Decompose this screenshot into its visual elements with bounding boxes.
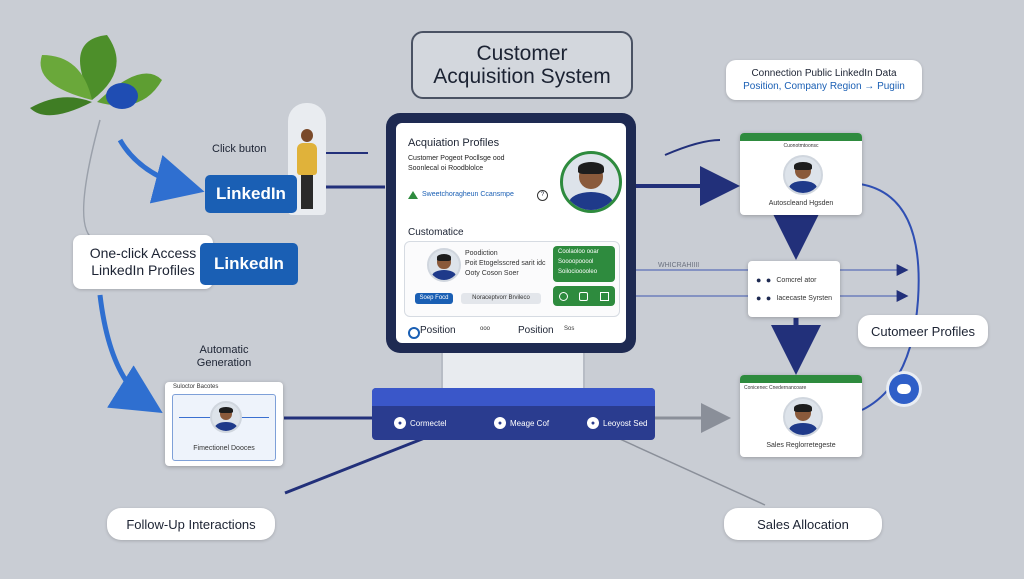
- action-icon-b: [579, 291, 589, 301]
- generation-avatar: [210, 401, 242, 433]
- monitor-screen: Acquiation Profiles Customer Pogeot Pocl…: [396, 123, 626, 343]
- left-grey-curve: [82, 119, 101, 241]
- faint-connector-label: WHICRAHIIII: [658, 262, 700, 269]
- profile-card-top-header: Cuonotmtoonsc: [783, 143, 819, 149]
- profile-card-top-avatar: [783, 155, 823, 195]
- top-right-curve: [664, 139, 721, 156]
- follow-up-diagonal: [284, 428, 446, 495]
- sales-card-caption: Sales Reglorretegeste: [766, 442, 836, 449]
- action-icon-a: [558, 291, 568, 301]
- auto-line-1: Automatic: [199, 344, 249, 356]
- action-icon-c: [600, 291, 610, 301]
- screen-info-icon: ?: [537, 190, 548, 201]
- list-item-2: ● ● Iacecaste Syrsten: [756, 293, 832, 303]
- brand-triangle-icon: [408, 191, 418, 199]
- click-button-label: Click buton: [212, 143, 267, 155]
- system-title-box: Customer Acquisition System: [411, 31, 633, 99]
- screen-brand-row: Sweetchoragheun Ccansmpe: [422, 191, 514, 198]
- screen-header: Acquiation Profiles: [408, 137, 500, 149]
- profile-card-top: Cuonotmtoonsc Autoscleand Hgsden: [740, 133, 862, 215]
- oneclick-to-generation-arrow: [97, 294, 163, 413]
- one-click-line-1: One-click Access: [89, 245, 197, 261]
- grey-chip[interactable]: Noraceptvorr Brvileco: [461, 293, 541, 304]
- screen-sub-1: Customer Pogeot Pocllsge ood: [408, 155, 505, 162]
- profile-card-top-caption: Autoscleand Hgsden: [768, 200, 834, 207]
- position-1-icon: [408, 327, 420, 339]
- person-head-icon: [301, 129, 313, 142]
- chat-bubble-inner-icon: [897, 384, 911, 394]
- leaf-logo-icon: [30, 35, 162, 116]
- customer-row-line-3: Ooty Coson Soer: [465, 270, 519, 277]
- generation-card-frame: Fimectionel Dooces: [172, 394, 276, 461]
- sales-allocation-label: Sales Allocation: [724, 508, 882, 540]
- base-item-2-label: Meage Cof: [510, 418, 550, 428]
- message-icon: ●: [494, 417, 506, 429]
- screen-sub-2: Soonlecal oi Roodblolce: [408, 165, 484, 172]
- customer-avatar: [427, 248, 461, 282]
- customer-row-line-1: Poodiction: [465, 250, 498, 257]
- generation-card-caption: Fimectionel Dooces: [193, 445, 255, 452]
- follow-up-interactions-label: Follow-Up Interactions: [107, 508, 275, 540]
- one-click-line-2: LinkedIn Profiles: [91, 262, 195, 278]
- screen-section-title: Customatice: [408, 227, 464, 238]
- list-item-1-label: Comcrel ator: [776, 276, 817, 284]
- base-item-1-label: Cormectel: [410, 418, 447, 428]
- base-item-layout[interactable]: ● Leoyost Sed: [587, 417, 647, 429]
- screen-customer-panel: Poodiction Poit Etogelsscred sarit idc O…: [404, 241, 620, 317]
- sales-diagonal: [599, 429, 766, 506]
- green-action-block[interactable]: [553, 286, 615, 306]
- screen-profile-avatar: [560, 151, 622, 213]
- sales-card-avatar: [783, 397, 823, 437]
- base-platform: ● Cormectel ● Meage Cof ● Leoyost Sed: [372, 388, 655, 440]
- one-click-access-label: One-click Access LinkedIn Profiles: [73, 235, 213, 289]
- title-line-1: Customer: [476, 42, 568, 65]
- base-item-message[interactable]: ● Meage Cof: [494, 417, 549, 429]
- list-dots-1-icon: ● ●: [756, 275, 773, 285]
- monitor-frame: Acquiation Profiles Customer Pogeot Pocl…: [386, 113, 636, 353]
- auto-line-2: Generation: [196, 357, 252, 369]
- layout-icon: ●: [587, 417, 599, 429]
- position-2-tag: Sos: [564, 326, 575, 332]
- leaf-to-linkedin-arrow: [117, 138, 205, 204]
- title-line-2: Acquisition System: [433, 65, 611, 88]
- green-stats-block: Coolaoloo ooar Soooopooool Soilocioooole…: [553, 246, 615, 282]
- base-platform-top: [372, 388, 655, 406]
- generation-card: Suloctor Bacotes Fimectionel Dooces: [165, 382, 283, 466]
- person-body-icon: [297, 143, 317, 175]
- sales-card-bar: [740, 375, 862, 383]
- position-1-label: Position: [420, 325, 456, 336]
- automatic-generation-label: Automatic Generation: [180, 344, 268, 370]
- list-item-2-label: Iacecaste Syrsten: [776, 294, 833, 302]
- green-line-2: Soooopooool: [558, 259, 594, 265]
- person-legs-icon: [301, 175, 313, 209]
- profile-card-top-bar: [740, 133, 862, 141]
- customer-profiles-label: Cutomeer Profiles: [858, 315, 988, 347]
- system-list-card: ● ● Comcrel ator ● ● Iacecaste Syrsten: [748, 261, 840, 317]
- linkedin-button-middle[interactable]: LinkedIn: [200, 243, 298, 285]
- customer-row-line-2: Poit Etogelsscred sarit idc: [465, 260, 546, 267]
- position-2-label: Position: [518, 325, 554, 336]
- connection-line-1: Connection Public LinkedIn Data: [751, 68, 897, 79]
- green-line-3: Soilociooooleo: [558, 269, 598, 275]
- list-dots-2-icon: ● ●: [756, 293, 773, 303]
- blue-chip[interactable]: Soep Focd: [415, 293, 453, 304]
- chat-bubble-icon[interactable]: [889, 374, 919, 404]
- list-item-1: ● ● Comcrel ator: [756, 275, 816, 285]
- base-item-3-label: Leoyost Sed: [603, 418, 648, 428]
- sales-card-header: Conicenec Cnedernancoare: [744, 385, 807, 391]
- position-1-tag: ooo: [480, 326, 491, 332]
- linkedin-button-top[interactable]: LinkedIn: [205, 175, 297, 213]
- connection-data-label: Connection Public LinkedIn Data Position…: [726, 60, 922, 100]
- connection-line-2: Position, Company Region → Pugiin: [743, 81, 905, 92]
- generation-card-header: Suloctor Bacotes: [173, 384, 219, 390]
- green-line-1: Coolaoloo ooar: [558, 249, 599, 255]
- sales-profile-card: Conicenec Cnedernancoare Sales Reglorret…: [740, 375, 862, 457]
- base-item-connected[interactable]: ● Cormectel: [394, 417, 446, 429]
- connected-icon: ●: [394, 417, 406, 429]
